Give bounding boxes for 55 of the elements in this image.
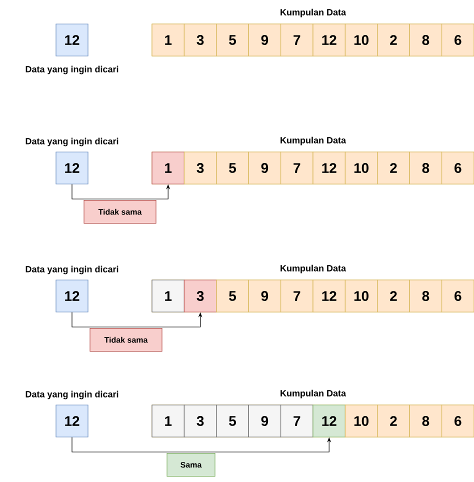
array-cell: 9 [248,280,282,312]
array-cell: 7 [280,152,314,184]
box-label: Data yang ingin dicari [26,266,118,274]
array-cell: 3 [184,280,217,312]
heading: Kumpulan Data [280,390,346,398]
array-cell: 1 [152,152,184,184]
array-cell: 9 [248,152,282,184]
array-cell: 9 [248,24,282,56]
heading: Kumpulan Data [280,8,346,18]
array-cell: 8 [409,152,442,184]
array-cell: 6 [442,404,474,438]
edge-label: Tidak sama [84,200,156,224]
heading: Kumpulan Data [280,264,346,274]
search-value-box: 12 [56,280,88,312]
search-value-box: 12 [56,152,88,184]
search-value-box: 12 [56,404,88,438]
array-cell: 8 [409,404,442,438]
array-cell: 10 [344,24,378,56]
array-cell: 7 [280,24,314,56]
array-cell: 8 [409,280,442,312]
array-cell: 5 [216,404,249,438]
array-cell: 2 [377,404,410,438]
heading: Kumpulan Data [280,136,346,146]
box-label: Data yang ingin dicari [26,138,118,146]
array-cell: 5 [216,152,249,184]
search-value-box: 12 [56,24,88,56]
array-cell: 1 [152,24,184,56]
array-cell: 5 [216,24,249,56]
array-cell: 9 [248,404,282,438]
array-cell: 6 [442,152,474,184]
array-cell: 12 [312,24,346,56]
array-cell: 1 [152,280,184,312]
box-label: Data yang ingin dicari [26,390,118,400]
array-cell: 6 [442,24,474,56]
array-cell: 2 [377,152,410,184]
array-cell: 1 [152,404,184,438]
array-cell: 3 [184,24,217,56]
array-cell: 12 [312,280,346,312]
edge-label: Tidak sama [90,328,162,352]
array-cell: 10 [344,152,378,184]
array-cell: 3 [184,152,217,184]
edge-label: Sama [166,453,216,477]
array-cell: 2 [377,280,410,312]
array-cell: 6 [442,280,474,312]
array-cell: 8 [409,24,442,56]
array-cell: 12 [312,152,346,184]
array-cell: 7 [280,404,314,438]
box-label: Data yang ingin dicari [26,66,118,74]
array-cell: 7 [280,280,314,312]
array-cell: 2 [377,24,410,56]
array-cell: 10 [344,280,378,312]
array-cell: 12 [312,404,346,438]
array-cell: 10 [344,404,378,438]
array-cell: 3 [184,404,217,438]
array-cell: 5 [216,280,249,312]
